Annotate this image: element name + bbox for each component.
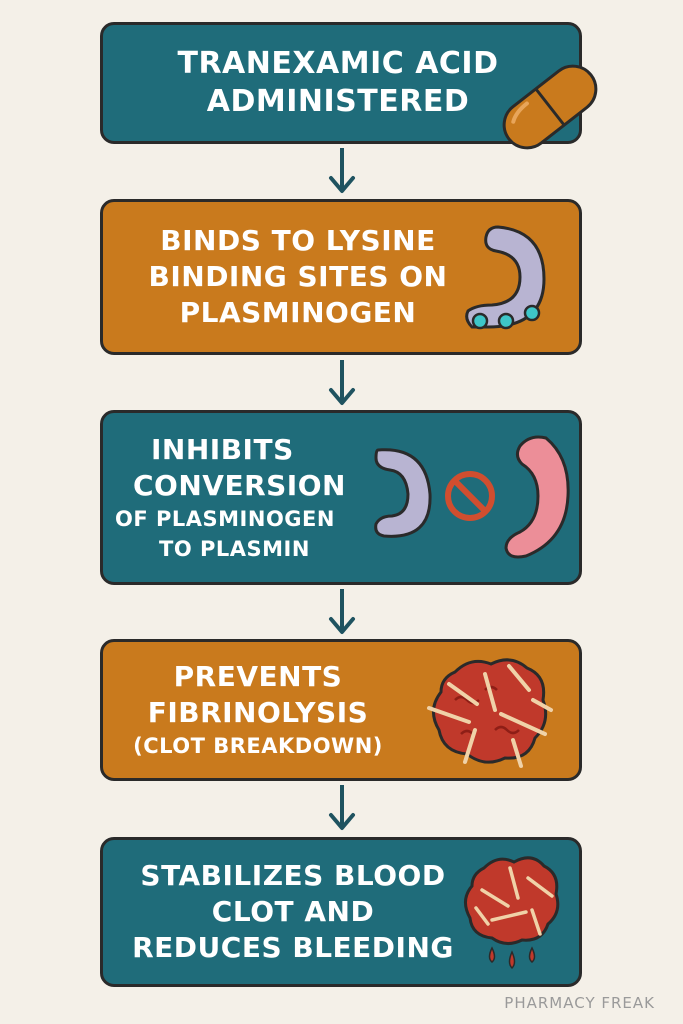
step-5-line-3: REDUCES BLEEDING <box>132 931 454 964</box>
arrow-3 <box>329 589 355 634</box>
step-2-line-2: BINDING SITES ON <box>148 260 448 293</box>
inhibition-icon <box>374 435 570 559</box>
step-1-box: TRANEXAMIC ACID ADMINISTERED <box>100 22 582 144</box>
step-4-line-1: PREVENTS <box>173 660 343 693</box>
step-3-line-4: TO PLASMIN <box>159 536 310 561</box>
step-1-line-1: TRANEXAMIC ACID <box>177 46 499 81</box>
arrow-4 <box>329 785 355 830</box>
step-3-text: INHIBITS CONVERSION OF PLASMINOGEN TO PL… <box>115 413 355 582</box>
step-3-line-2: CONVERSION <box>133 468 346 502</box>
watermark: PHARMACY FREAK <box>504 994 655 1012</box>
step-2-line-1: BINDS TO LYSINE <box>160 224 436 257</box>
capsule-icon <box>502 64 598 150</box>
step-2-line-3: PLASMINOGEN <box>179 296 417 329</box>
step-4-line-2: FIBRINOLYSIS <box>147 696 369 729</box>
step-5-text: STABILIZES BLOOD CLOT AND REDUCES BLEEDI… <box>103 840 483 984</box>
blood-clot-icon <box>464 856 560 970</box>
step-5-line-2: CLOT AND <box>211 895 375 928</box>
plasminogen-icon <box>465 225 546 330</box>
step-2-text: BINDS TO LYSINE BINDING SITES ON PLASMIN… <box>103 202 493 352</box>
arrow-1 <box>329 148 355 193</box>
step-4-line-3: (CLOT BREAKDOWN) <box>133 734 383 758</box>
step-1-line-2: ADMINISTERED <box>206 84 470 119</box>
step-5-line-1: STABILIZES BLOOD <box>140 859 446 892</box>
arrow-2 <box>329 360 355 405</box>
step-2-box: BINDS TO LYSINE BINDING SITES ON PLASMIN… <box>100 199 582 355</box>
step-3-line-1: INHIBITS <box>151 432 294 466</box>
step-1-text: TRANEXAMIC ACID ADMINISTERED <box>103 25 573 141</box>
fibrin-clot-icon <box>427 658 553 768</box>
step-3-line-3: OF PLASMINOGEN <box>115 506 335 531</box>
step-3-box: INHIBITS CONVERSION OF PLASMINOGEN TO PL… <box>100 410 582 585</box>
step-4-text: PREVENTS FIBRINOLYSIS (CLOT BREAKDOWN) <box>103 642 413 778</box>
